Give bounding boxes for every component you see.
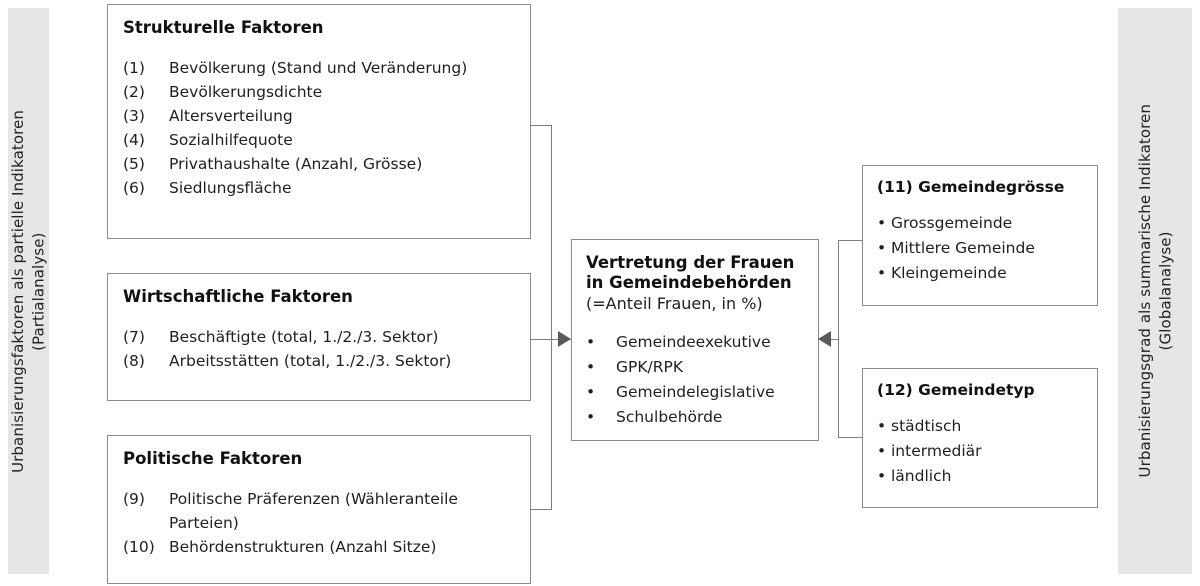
item-label: Bevölkerungsdichte — [169, 82, 323, 101]
economic-factors-list: (7) Beschäftigte (total, 1./2./3. Sektor… — [123, 325, 515, 373]
bullet-dot-icon: • — [877, 466, 887, 485]
item-label: GPK/RPK — [616, 358, 684, 377]
list-item: (8) Arbeitsstätten (total, 1./2./3. Sekt… — [123, 349, 515, 373]
item-label: Beschäftigte (total, 1./2./3. Sektor) — [169, 327, 439, 346]
summary-indicators-band: Urbanisierungsgrad als summarische Indik… — [1118, 8, 1192, 574]
box-economic-factors-title: Wirtschaftliche Faktoren — [123, 287, 353, 306]
list-item: • städtisch — [877, 414, 1083, 439]
bullet-dot-icon: • — [586, 382, 596, 401]
center-title-line-1: Vertretung der Frauen — [586, 253, 795, 272]
item-label: Politische Präferenzen (Wähleranteile Pa… — [169, 489, 458, 532]
list-item: (3) Altersverteilung — [123, 104, 515, 128]
connector-political-stub — [531, 509, 552, 511]
arrow-left-into-center — [818, 331, 831, 347]
item-label: städtisch — [891, 417, 962, 436]
center-title-line-2: in Gemeindebehörden — [586, 273, 792, 293]
item-number: (1) — [123, 58, 145, 77]
bullet-dot-icon: • — [586, 407, 596, 426]
municipality-type-list: • städtisch • intermediär • ländlich — [877, 414, 1083, 488]
item-number: (3) — [123, 106, 145, 125]
structural-factors-list: (1) Bevölkerung (Stand und Veränderung) … — [123, 56, 515, 200]
bullet-dot-icon: • — [877, 417, 887, 436]
bullet-dot-icon: • — [877, 442, 887, 461]
list-item: • Grossgemeinde — [877, 211, 1083, 236]
list-item: (10) Behördenstrukturen (Anzahl Sitze) — [123, 535, 515, 559]
box-municipality-type: (12) Gemeindetyp • städtisch • intermedi… — [862, 368, 1098, 508]
item-label: Mittlere Gemeinde — [891, 239, 1035, 258]
box-economic-factors: Wirtschaftliche Faktoren (7) Beschäftigt… — [107, 273, 531, 401]
list-item: • GPK/RPK — [586, 355, 804, 380]
list-item: • Schulbehörde — [586, 405, 804, 430]
box-political-factors: Politische Faktoren (9) Politische Präfe… — [107, 435, 531, 584]
box-municipality-size-title: (11) Gemeindegrösse — [877, 178, 1065, 196]
summary-indicators-band-label: Urbanisierungsgrad als summarische Indik… — [1135, 104, 1174, 478]
connector-type-stub — [838, 437, 862, 439]
bullet-dot-icon: • — [586, 333, 596, 352]
connector-size-stub — [838, 240, 862, 242]
item-label: Arbeitsstätten (total, 1./2./3. Sektor) — [169, 351, 452, 370]
partial-indicators-band: Urbanisierungsfaktoren als partielle Ind… — [8, 8, 49, 574]
item-label: intermediär — [891, 442, 982, 461]
item-number: (4) — [123, 130, 145, 149]
list-item: • ländlich — [877, 464, 1083, 489]
list-item: • Gemeindelegislative — [586, 380, 804, 405]
list-item: (9) Politische Präferenzen (Wähleranteil… — [123, 487, 515, 535]
item-label: Siedlungsfläche — [169, 178, 292, 197]
list-item: (5) Privathaushalte (Anzahl, Grösse) — [123, 152, 515, 176]
center-bullet-list: • Gemeindeexekutive • GPK/RPK • Gemeinde… — [586, 330, 804, 429]
item-number: (6) — [123, 178, 145, 197]
item-number: (10) — [123, 537, 155, 556]
bullet-dot-icon: • — [586, 358, 596, 377]
bullet-dot-icon: • — [877, 239, 887, 258]
item-label: Gemeindelegislative — [616, 382, 775, 401]
box-municipality-type-title: (12) Gemeindetyp — [877, 381, 1035, 399]
list-item: • Kleingemeinde — [877, 261, 1083, 286]
box-center-women-representation: Vertretung der Frauen in Gemeindebehörde… — [571, 239, 819, 441]
political-factors-list: (9) Politische Präferenzen (Wähleranteil… — [123, 487, 515, 559]
bullet-dot-icon: • — [877, 214, 887, 233]
item-label: Bevölkerung (Stand und Veränderung) — [169, 58, 468, 77]
item-number: (8) — [123, 351, 145, 370]
box-structural-factors: Strukturelle Faktoren (1) Bevölkerung (S… — [107, 4, 531, 239]
item-label: Behördenstrukturen (Anzahl Sitze) — [169, 537, 437, 556]
list-item: • Gemeindeexekutive — [586, 330, 804, 355]
partial-indicators-band-label: Urbanisierungsfaktoren als partielle Ind… — [9, 109, 48, 473]
item-label: Gemeindeexekutive — [616, 333, 771, 352]
item-label: Kleingemeinde — [891, 263, 1007, 282]
item-label: Schulbehörde — [616, 407, 723, 426]
list-item: (2) Bevölkerungsdichte — [123, 80, 515, 104]
item-label: Sozialhilfequote — [169, 130, 293, 149]
connector-structural-stub — [531, 125, 552, 127]
item-label: Altersverteilung — [169, 106, 293, 125]
item-label: Grossgemeinde — [891, 214, 1013, 233]
item-label: Privathaushalte (Anzahl, Grösse) — [169, 154, 423, 173]
list-item: (4) Sozialhilfequote — [123, 128, 515, 152]
list-item: • Mittlere Gemeinde — [877, 236, 1083, 261]
list-item: (7) Beschäftigte (total, 1./2./3. Sektor… — [123, 325, 515, 349]
list-item: (6) Siedlungsfläche — [123, 176, 515, 200]
connector-economic-stub — [531, 339, 552, 341]
center-subtitle: (=Anteil Frauen, in %) — [586, 294, 763, 314]
list-item: • intermediär — [877, 439, 1083, 464]
bullet-dot-icon: • — [877, 263, 887, 282]
item-label: ländlich — [891, 466, 952, 485]
box-municipality-size: (11) Gemeindegrösse • Grossgemeinde • Mi… — [862, 165, 1098, 306]
item-number: (2) — [123, 82, 145, 101]
item-number: (7) — [123, 327, 145, 346]
item-number: (9) — [123, 489, 145, 508]
box-structural-factors-title: Strukturelle Faktoren — [123, 18, 324, 37]
list-item: (1) Bevölkerung (Stand und Veränderung) — [123, 56, 515, 80]
arrow-right-into-center — [558, 331, 571, 347]
municipality-size-list: • Grossgemeinde • Mittlere Gemeinde • Kl… — [877, 211, 1083, 285]
box-political-factors-title: Politische Faktoren — [123, 449, 303, 468]
item-number: (5) — [123, 154, 145, 173]
connector-left-spine — [551, 125, 553, 510]
